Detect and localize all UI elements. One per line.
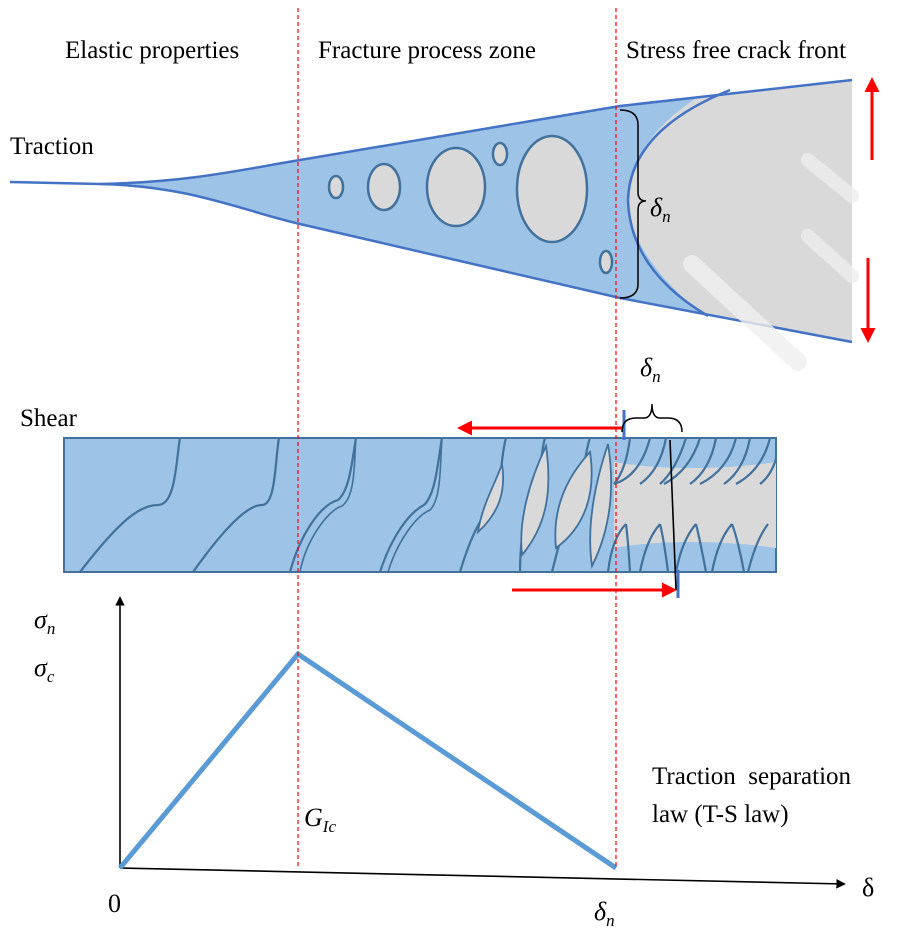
void-3: [425, 146, 487, 228]
law-title-line-1: Traction separation: [652, 763, 852, 790]
watermark-stroke-1: [683, 255, 807, 371]
zone-label-fracture-process: Fracture process zone: [318, 37, 536, 64]
crack-opening-region: [628, 80, 852, 342]
traction-label: Traction: [10, 133, 94, 160]
shear-void-1: [476, 463, 505, 535]
law-title-line-2: law (T-S law): [652, 801, 789, 828]
zone-label-crack-front: Stress free crack front: [626, 37, 846, 64]
shear-panel: Shear δn: [20, 353, 777, 598]
wedge-upper-edge: [9, 78, 853, 186]
shear-curves: [79, 438, 776, 572]
shear-void-2: [520, 442, 550, 558]
ts-law-panel: σn σc GIc 0 δn δ Traction separation law…: [34, 596, 874, 929]
origin-label: 0: [108, 889, 121, 918]
opening-symbol-shear: δn: [640, 353, 661, 386]
watermark-stroke-2: [801, 229, 859, 283]
shear-separated-core: [614, 462, 776, 548]
critical-opening-label: δn: [594, 897, 615, 929]
wedge-lower-edge: [99, 182, 853, 344]
opening-brace: [619, 109, 647, 299]
void-5: [515, 134, 589, 244]
void-2: [366, 162, 402, 212]
traction-separation-curve: [118, 650, 618, 871]
x-axis-label: δ: [862, 873, 874, 902]
shear-slip-line: [669, 439, 677, 591]
void-4: [491, 141, 509, 167]
void-1: [327, 174, 345, 200]
watermark-stroke-3: [801, 153, 859, 203]
shear-void-3: [554, 450, 593, 550]
zone-label-elastic: Elastic properties: [65, 37, 239, 64]
shear-void-4: [589, 443, 613, 569]
shear-label: Shear: [20, 405, 78, 432]
crack-front-curve: [626, 88, 731, 318]
x-axis: [119, 867, 846, 889]
opening-symbol-traction: δn: [650, 193, 671, 226]
peak-stress-label: σc: [34, 653, 55, 686]
traction-panel: Traction δn: [9, 77, 880, 371]
void-6: [598, 249, 614, 275]
fracture-energy-label: GIc: [304, 803, 336, 836]
shear-brace: [621, 403, 683, 433]
y-axis-label: σn: [34, 605, 55, 638]
cohesive-wedge: [100, 96, 700, 312]
